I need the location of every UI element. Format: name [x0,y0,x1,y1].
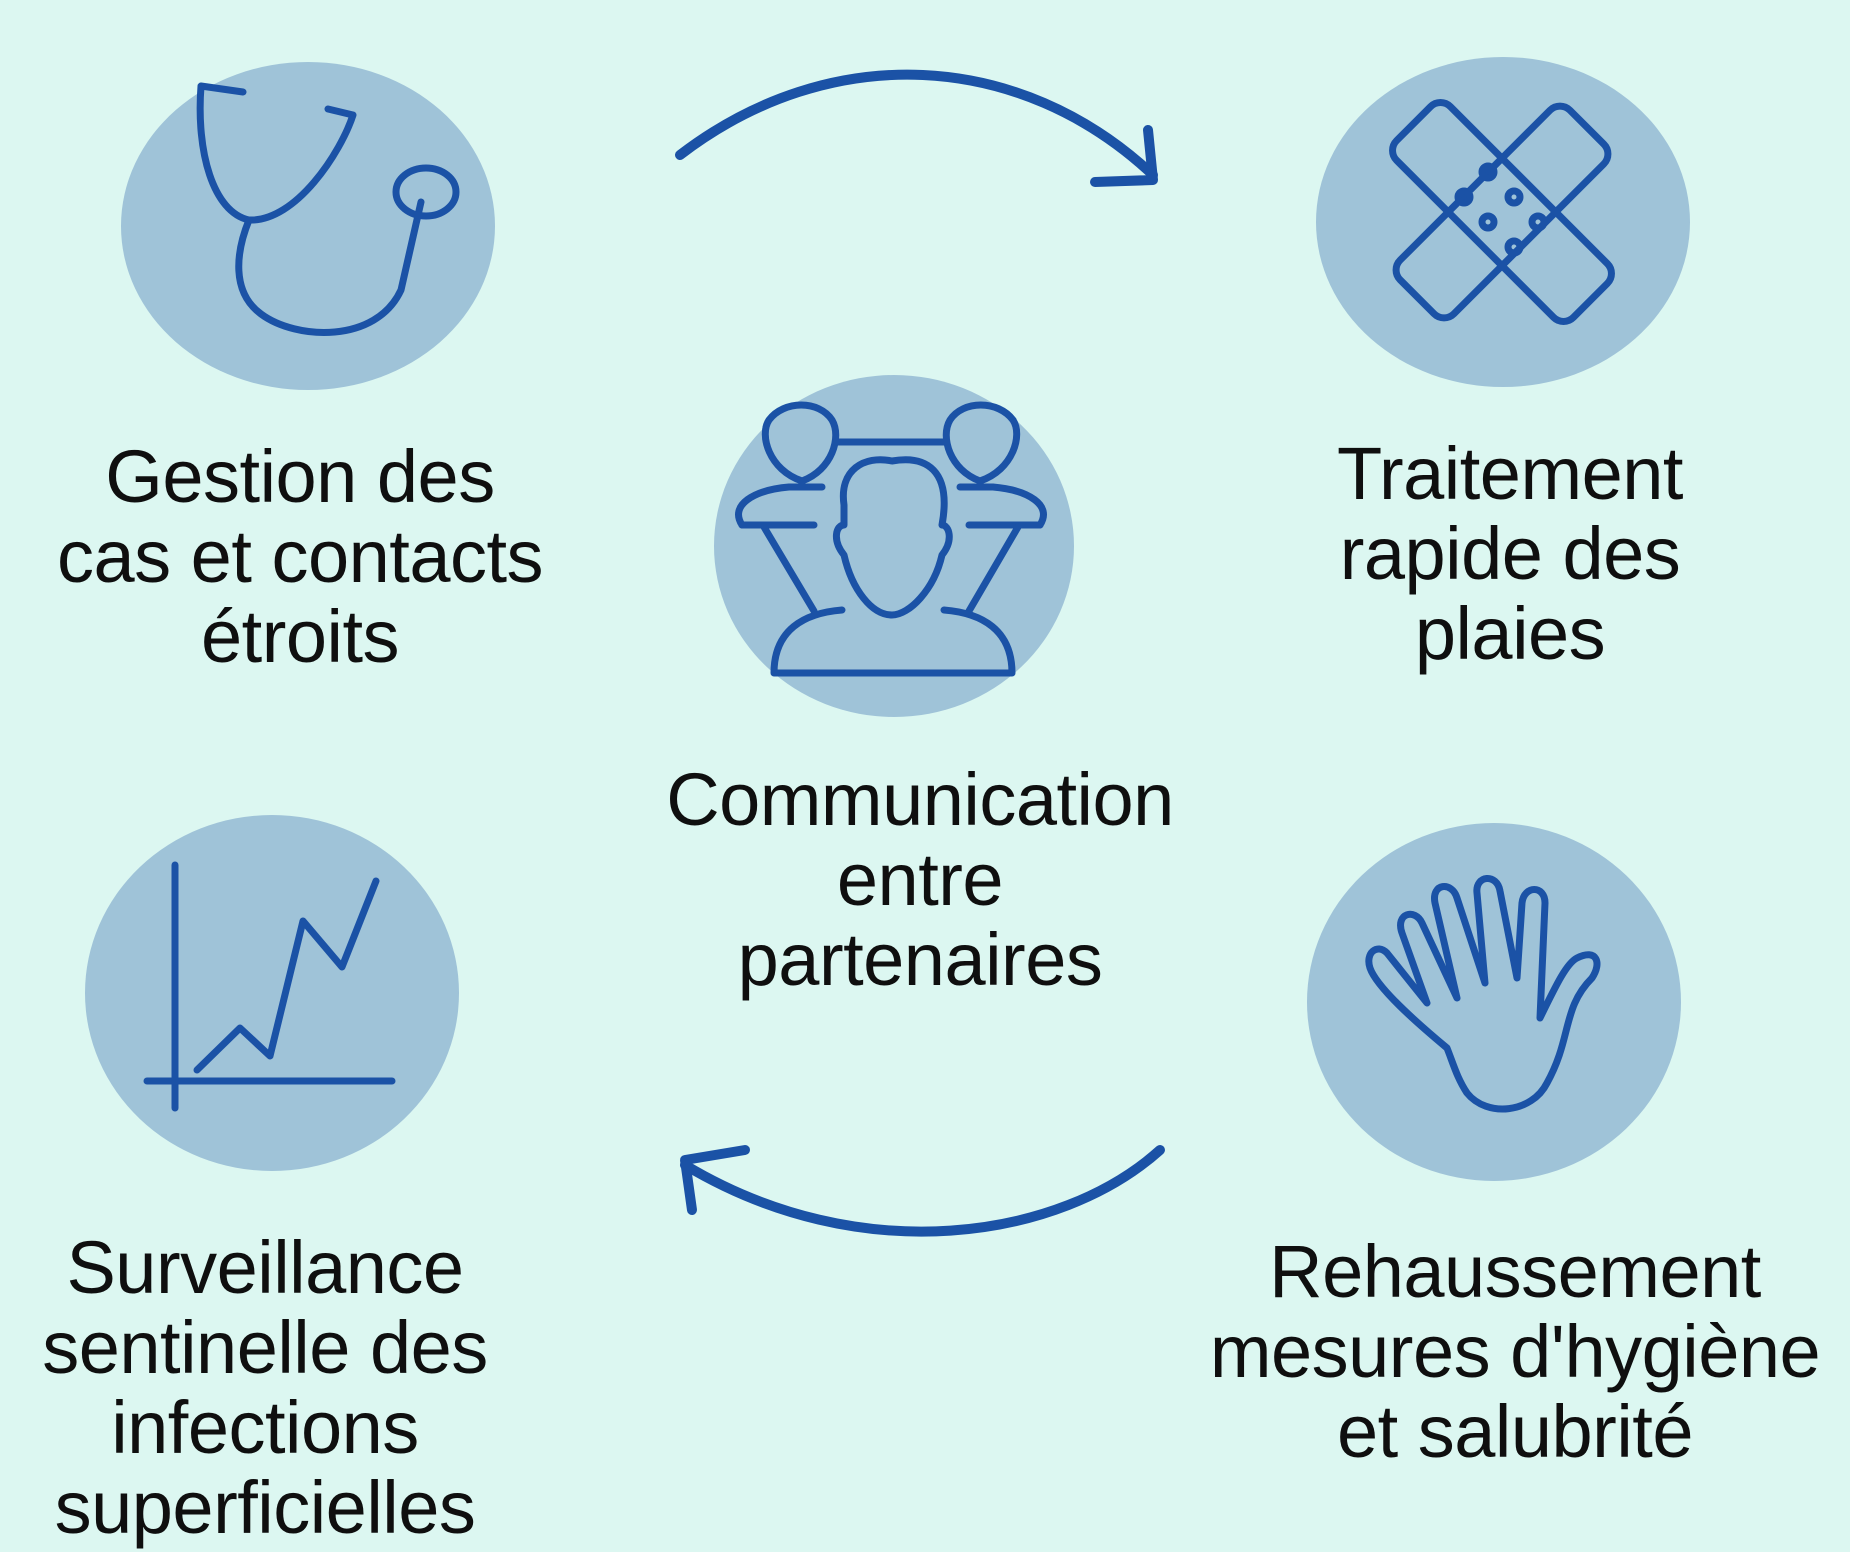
team-communication-icon [735,401,1047,677]
label-line: Communication [666,758,1174,841]
label-line: Traitement [1337,432,1683,515]
stethoscope-icon [196,82,460,336]
label-communication: Communication entre partenaires [620,760,1220,1000]
hand-circle [1307,823,1681,1181]
bandage-circle [1316,57,1690,387]
label-line: étroits [200,595,400,678]
label-hygiene: Rehaussement mesures d'hygiène et salubr… [1180,1232,1850,1472]
label-line: cas et contacts [56,515,544,598]
label-line: partenaires [737,918,1103,1001]
label-line: mesures d'hygiène [1209,1310,1821,1393]
label-line: Surveillance [66,1226,464,1309]
line-chart-icon [143,861,396,1112]
label-line: superficielles [54,1466,476,1549]
label-line: entre [836,838,1004,921]
label-line: Gestion des [105,435,495,518]
label-line: sentinelle des [42,1306,488,1389]
label-line: rapide des [1339,512,1681,595]
team-circle [714,375,1074,717]
label-surveillance: Surveillance sentinelle des infections s… [5,1228,525,1548]
label-line: et salubrité [1337,1390,1693,1473]
label-case-management: Gestion des cas et contacts étroits [20,437,580,677]
label-wound-treatment: Traitement rapide des plaies [1250,434,1770,674]
bandage-icon [1389,99,1615,325]
label-line: plaies [1414,592,1606,675]
line-chart-circle [85,815,459,1171]
hand-icon [1365,875,1601,1113]
label-line: Rehaussement [1269,1230,1761,1313]
stethoscope-circle [121,62,495,390]
label-line: infections [111,1386,419,1469]
